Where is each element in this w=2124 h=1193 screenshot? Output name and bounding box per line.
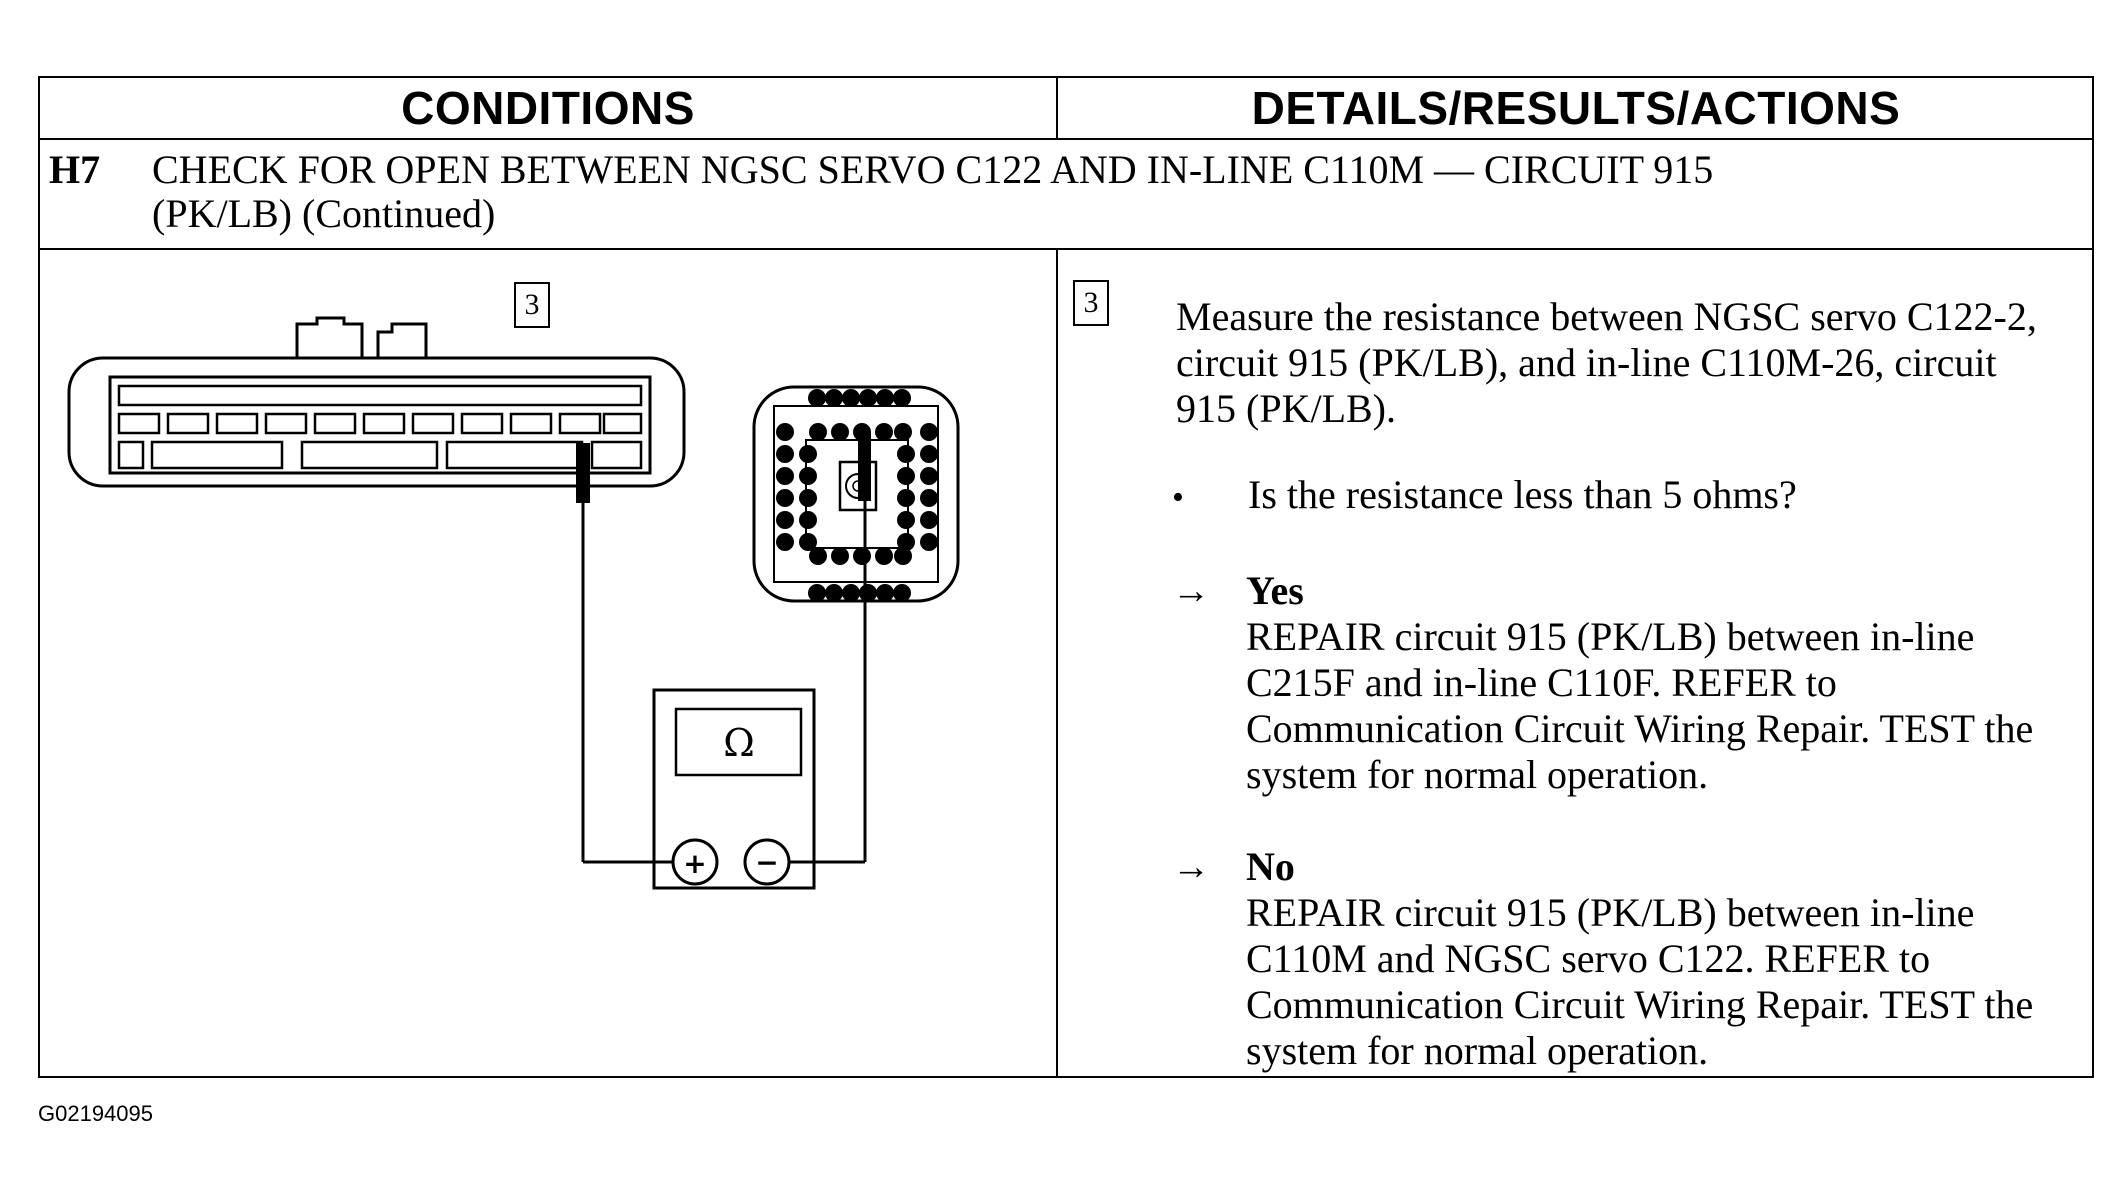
inline-connector-c110m [752, 385, 960, 603]
details-step-number: 3 [1073, 280, 1109, 326]
measure-instruction: Measure the resistance between NGSC serv… [1176, 294, 2037, 431]
conditions-header: CONDITIONS [40, 78, 1058, 138]
diagram-step-number: 3 [514, 282, 550, 328]
minus-terminal: − [755, 846, 778, 879]
step-title: CHECK FOR OPEN BETWEEN NGSC SERVO C122 A… [152, 148, 2052, 236]
probe-tip-positive [576, 443, 590, 503]
no-label: No [1246, 844, 1295, 889]
diagnostic-table: CONDITIONS DETAILS/RESULTS/ACTIONS H7 CH… [38, 76, 2094, 1078]
yes-arrow: → [1172, 570, 1210, 612]
ohmmeter [583, 688, 865, 890]
details-header: DETAILS/RESULTS/ACTIONS [1251, 82, 1901, 134]
resistance-question: Is the resistance less than 5 ohms? [1248, 472, 1797, 517]
step-title-row: H7 CHECK FOR OPEN BETWEEN NGSC SERVO C12… [40, 140, 2092, 250]
step-title-line-1: CHECK FOR OPEN BETWEEN NGSC SERVO C122 A… [152, 147, 1714, 192]
probe-tip-negative [858, 433, 871, 501]
yes-action-text: REPAIR circuit 915 (PK/LB) between in-li… [1246, 614, 2034, 797]
figure-id: G02194095 [38, 1101, 153, 1126]
conditions-cell: 3 [40, 250, 1058, 1078]
no-arrow: → [1172, 846, 1210, 888]
ohm-symbol: Ω [723, 721, 755, 765]
step-title-line-2: (PK/LB) (Continued) [152, 191, 496, 236]
no-action-text: REPAIR circuit 915 (PK/LB) between in-li… [1246, 890, 2034, 1073]
connector-diagram: Ω + − [67, 316, 960, 890]
details-cell: 3 Measure the resistance between NGSC se… [1058, 250, 2094, 1078]
yes-label: Yes [1246, 568, 1304, 613]
plus-terminal: + [683, 847, 706, 880]
table-header-row: CONDITIONS DETAILS/RESULTS/ACTIONS [40, 78, 2092, 140]
servo-connector-c122 [67, 316, 686, 488]
bullet: • [1172, 479, 1184, 516]
step-id: H7 [49, 147, 101, 192]
